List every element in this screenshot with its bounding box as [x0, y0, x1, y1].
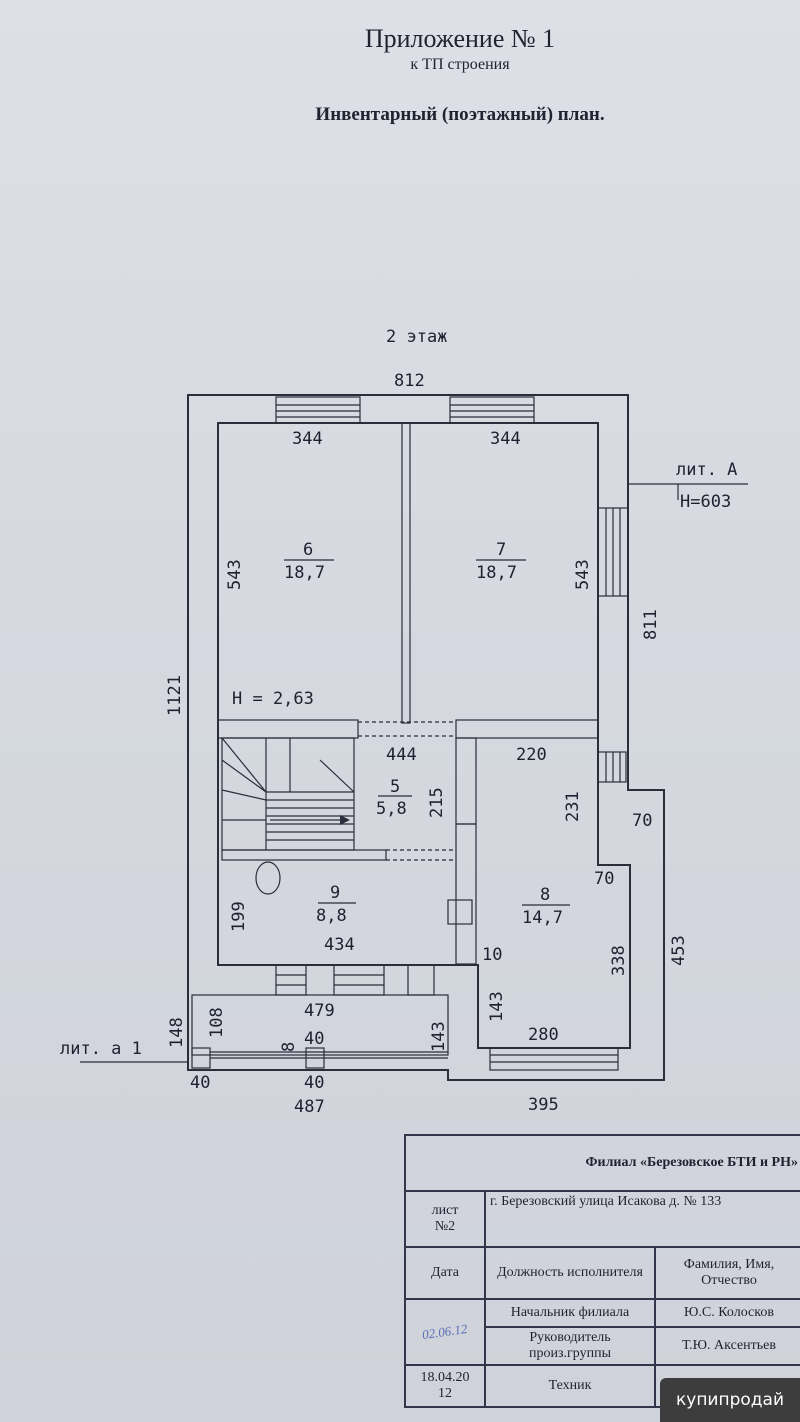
date-cell: 18.04.20 12 — [404, 1364, 486, 1408]
dim-step-a: 70 — [632, 811, 652, 831]
dim-room9-width: 434 — [324, 935, 355, 955]
post — [305, 1047, 325, 1069]
sheet-label: лист №2 — [404, 1190, 486, 1248]
plan-title: Инвентарный (поэтажный) план. — [315, 104, 605, 125]
room8-number: 8 — [540, 885, 550, 905]
room5-area: 5,8 — [376, 799, 407, 819]
org-name: Филиал «Березовское БТИ и РН» — [404, 1134, 800, 1192]
window — [597, 507, 629, 597]
row-position: Техник — [484, 1364, 656, 1408]
dim-step-b: 70 — [594, 869, 614, 889]
floor-plan: 2 этаж 812 344 344 лит. А Н=603 543 543 … — [60, 327, 748, 1117]
room7-area: 18,7 — [476, 563, 517, 583]
post — [191, 1047, 211, 1069]
room6-number: 6 — [303, 540, 313, 560]
annex-label: лит. а 1 — [60, 1039, 142, 1059]
dim-wall-10: 10 — [482, 945, 502, 965]
window — [275, 964, 435, 996]
site-watermark: купипродай — [660, 1378, 800, 1422]
dim-room8-depth: 338 — [609, 945, 629, 976]
dim-annex-143a: 143 — [429, 1021, 449, 1052]
room9-area: 8,8 — [316, 906, 347, 926]
dim-room8-upper: 231 — [563, 791, 583, 822]
sink-icon — [447, 899, 473, 925]
col-date: Дата — [404, 1246, 486, 1300]
dim-room8-width-top: 220 — [516, 745, 547, 765]
dim-annex-108: 108 — [207, 1007, 227, 1038]
dim-bottom-right: 395 — [528, 1095, 559, 1115]
title-block: Филиал «Березовское БТИ и РН» лист №2 г.… — [404, 1134, 800, 1408]
window — [597, 751, 627, 783]
dim-annex-40-top: 40 — [304, 1029, 324, 1049]
appendix-subtitle: к ТП строения — [410, 56, 510, 73]
dim-bottom-left: 487 — [294, 1097, 325, 1117]
dim-annex-40-left: 40 — [190, 1073, 210, 1093]
address: г. Березовский улица Исакова д. № 133 — [484, 1190, 800, 1248]
wall-segment — [217, 719, 359, 739]
row-position: Руководитель произ.группы — [484, 1326, 656, 1366]
balcony-annex — [191, 994, 449, 1056]
dim-room6-width: 344 — [292, 429, 323, 449]
floor-label: 2 этаж — [386, 327, 447, 347]
dim-left-total: 1121 — [165, 675, 185, 716]
row-position: Начальник филиала — [484, 1298, 656, 1328]
room-divider — [401, 422, 411, 724]
window — [275, 396, 361, 424]
window — [449, 396, 535, 424]
dim-annex-40-mid: 40 — [304, 1073, 324, 1093]
window — [489, 1047, 619, 1071]
dim-right-lower: 453 — [669, 935, 689, 966]
building-height: Н=603 — [680, 492, 731, 512]
dim-room6-depth: 543 — [225, 559, 245, 590]
dim-room5-depth: 215 — [427, 787, 447, 818]
row-name: Т.Ю. Аксентьев — [654, 1326, 800, 1366]
building-label: лит. А — [676, 460, 737, 480]
dim-annex-width: 479 — [304, 1001, 335, 1021]
col-name: Фамилия, Имя, Отчество — [654, 1246, 800, 1300]
room8-area: 14,7 — [522, 908, 563, 928]
appendix-title: Приложение № 1 — [364, 24, 556, 53]
dim-room7-depth: 543 — [573, 559, 593, 590]
wall-segment — [455, 737, 477, 825]
wall-segment — [455, 823, 477, 965]
dim-annex-8: 8 — [279, 1042, 299, 1052]
dim-annex-143b: 143 — [487, 991, 507, 1022]
room7-number: 7 — [496, 540, 506, 560]
dim-room8-bottom: 280 — [528, 1025, 559, 1045]
dim-room7-width: 344 — [490, 429, 521, 449]
toilet-icon — [255, 861, 281, 895]
dim-room9-depth: 199 — [229, 901, 249, 932]
staircase — [221, 737, 355, 851]
room9-number: 9 — [330, 883, 340, 903]
dim-top-total: 812 — [394, 371, 425, 391]
room6-area: 18,7 — [284, 563, 325, 583]
dim-annex-148: 148 — [167, 1017, 187, 1048]
wall-segment — [455, 719, 599, 739]
wall-segment — [221, 849, 387, 861]
dim-corridor-width: 444 — [386, 745, 417, 765]
handwritten-date-cell: 02.06.12 — [404, 1298, 486, 1366]
col-position: Должность исполнителя — [484, 1246, 656, 1300]
room5-number: 5 — [390, 777, 400, 797]
row-name: Ю.С. Колосков — [654, 1298, 800, 1328]
handwritten-date: 02.06.12 — [421, 1320, 469, 1342]
dim-right-total: 811 — [641, 609, 661, 640]
ceiling-height: Н = 2,63 — [232, 689, 314, 709]
